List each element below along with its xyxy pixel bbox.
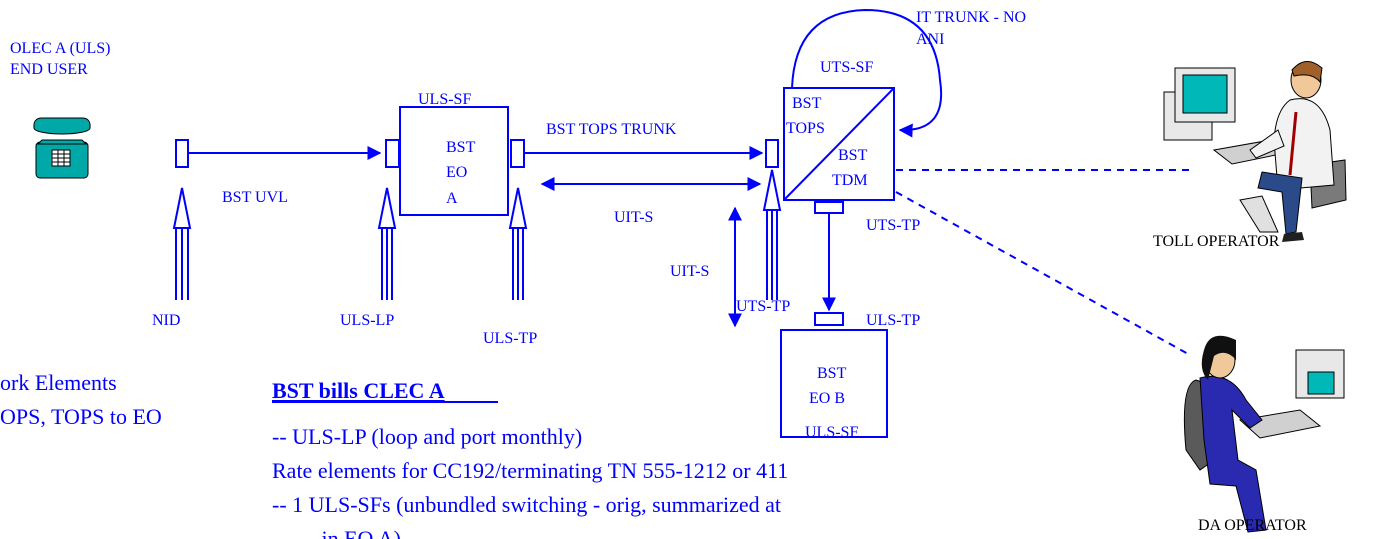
tops-label-line2: TOPS (786, 120, 825, 137)
nid-label: NID (152, 312, 180, 329)
toll-operator-label: TOLL OPERATOR (1153, 233, 1280, 250)
uit-s-label-2: UIT-S (670, 263, 709, 280)
toll-operator-icon (1163, 61, 1347, 242)
uls-sf-eoa-label: ULS-SF (418, 91, 471, 108)
eoa-label-line3: A (446, 190, 458, 207)
network-elements-note-line2: OPS, TOPS to EO (0, 404, 162, 429)
billing-line-3: -- 1 ULS-SFs (unbundled switching - orig… (272, 492, 781, 517)
tdm-bottom-port (814, 201, 844, 214)
tdm-label-line2: TDM (832, 172, 868, 189)
olec-label-line2: END USER (10, 61, 88, 78)
it-trunk-label-line1: IT TRUNK - NO (916, 9, 1026, 26)
bst-tops-trunk-label: BST TOPS TRUNK (546, 121, 677, 138)
uls-sf-eob-label: ULS-SF (805, 424, 858, 441)
uts-tp-label-1: UTS-TP (866, 217, 920, 234)
telephone-icon (33, 117, 91, 179)
bst-uvl-label: BST UVL (222, 189, 288, 206)
olec-label-line1: OLEC A (ULS) (10, 40, 110, 57)
eoa-line-port (385, 139, 400, 168)
network-elements-note-line1: ork Elements (0, 370, 117, 395)
uls-tp-label-1: ULS-TP (483, 330, 537, 347)
billing-line-1: -- ULS-LP (loop and port monthly) (272, 424, 582, 449)
eob-top-port (814, 312, 844, 326)
eoa-trunk-port (510, 139, 525, 168)
tops-tdm-divider (783, 87, 895, 201)
eoa-label-line2: EO (446, 164, 467, 181)
tdm-label-line1: BST (838, 147, 868, 164)
da-operator-icon (1183, 335, 1345, 533)
tops-label-line1: BST (792, 95, 822, 112)
uls-tp-pointer-arrow (508, 187, 528, 300)
eoa-label-line1: BST (446, 139, 476, 156)
uls-tp-label-2: ULS-TP (866, 312, 920, 329)
bst-eo-a-box (399, 106, 509, 216)
billing-line-2: Rate elements for CC192/terminating TN 5… (272, 458, 788, 483)
it-trunk-loop (791, 8, 943, 138)
eob-label-line2: EO B (809, 390, 845, 407)
uts-sf-label: UTS-SF (820, 59, 873, 76)
tops-trunk-port (765, 139, 779, 168)
da-operator-dashed-link (895, 191, 1191, 356)
bst-eo-b-box (780, 329, 888, 438)
uls-lp-pointer-arrow (377, 187, 397, 300)
uts-tp-label-2: UTS-TP (736, 298, 790, 315)
eob-label-line1: BST (817, 365, 847, 382)
nid-port (175, 139, 189, 168)
uls-lp-label: ULS-LP (340, 312, 394, 329)
da-operator-label: DA OPERATOR (1198, 517, 1307, 534)
nid-pointer-arrow (172, 187, 192, 300)
it-trunk-label-line2: ANI (916, 31, 944, 48)
billing-heading: BST bills CLEC A (272, 378, 445, 403)
billing-line-4: in EO A) (272, 526, 401, 539)
uit-s-label-1: UIT-S (614, 209, 653, 226)
uts-tp-pointer-arrow (762, 169, 782, 300)
